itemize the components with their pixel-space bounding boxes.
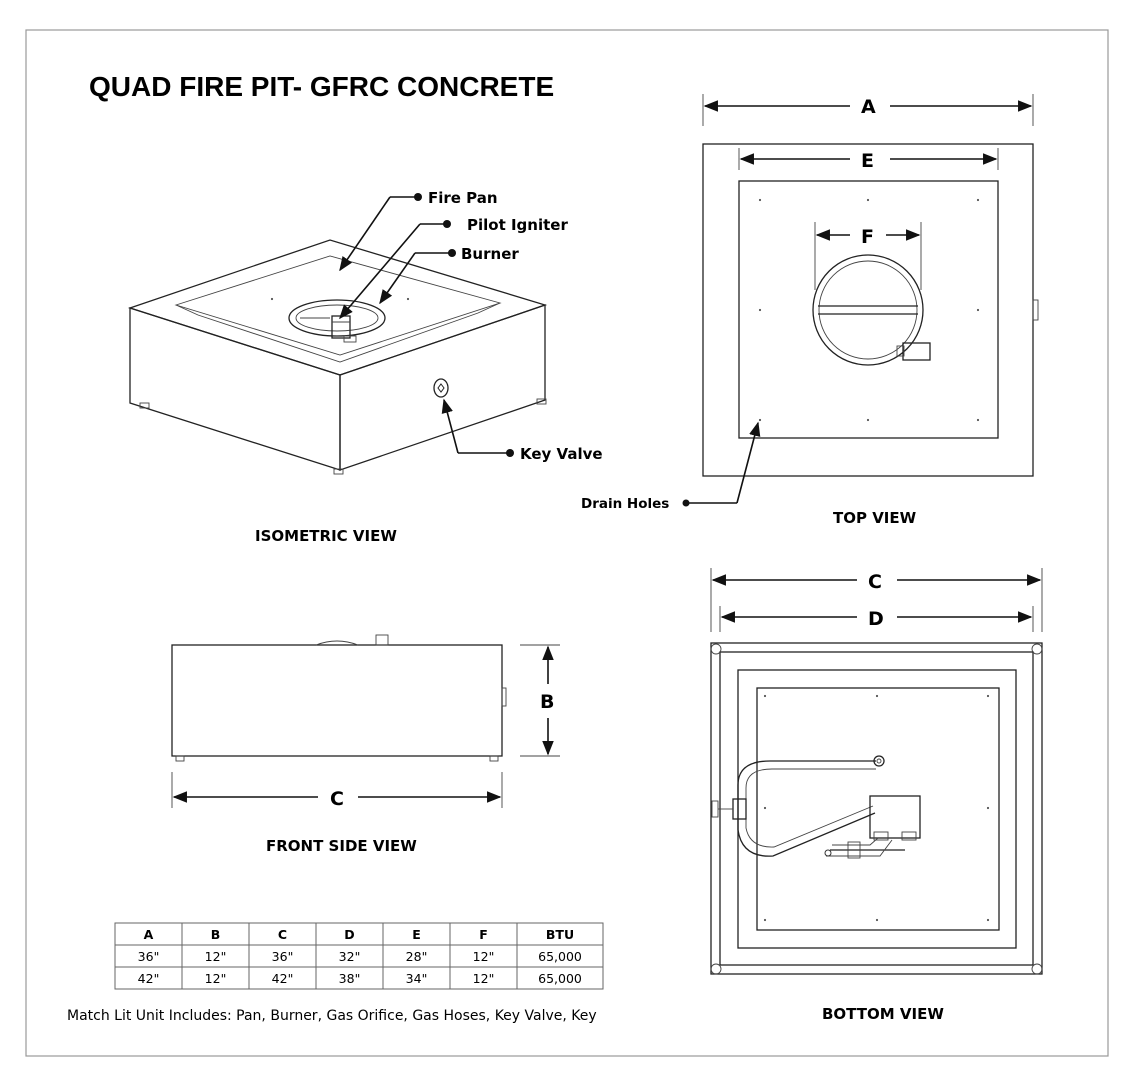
sheet-border xyxy=(25,29,1109,1057)
spec-table-header: A xyxy=(144,927,154,942)
dimension-e-label: E xyxy=(861,150,874,172)
bottom-view-dimensions xyxy=(710,568,1043,632)
dimension-f-label: F xyxy=(861,226,874,248)
top-view-dimensions xyxy=(702,94,1034,290)
top-view-caption: TOP VIEW xyxy=(833,509,917,527)
bottom-view-caption: BOTTOM VIEW xyxy=(822,1005,944,1023)
spec-table-cell: 38" xyxy=(339,971,361,986)
front-view-caption: FRONT SIDE VIEW xyxy=(266,837,417,855)
dimension-d-label: D xyxy=(868,608,884,630)
spec-table-header: B xyxy=(211,927,221,942)
burner-label: Burner xyxy=(461,245,519,263)
spec-table-cell: 65,000 xyxy=(538,971,582,986)
spec-table-cell: 65,000 xyxy=(538,949,582,964)
spec-table-cell: 34" xyxy=(406,971,428,986)
spec-table-cell: 36" xyxy=(272,949,294,964)
spec-table-cell: 42" xyxy=(138,971,160,986)
key-valve-label: Key Valve xyxy=(520,445,603,463)
spec-table-cell: 12" xyxy=(473,971,495,986)
spec-table-header: F xyxy=(479,927,488,942)
drain-holes-callout xyxy=(682,421,761,507)
drain-holes-label: Drain Holes xyxy=(581,496,669,512)
spec-table-cell: 12" xyxy=(473,949,495,964)
top-view-drawing xyxy=(702,143,1039,477)
isometric-callouts xyxy=(339,193,514,457)
spec-table-cell: 28" xyxy=(406,949,428,964)
spec-table-header: C xyxy=(278,927,287,942)
spec-table-cell: 32" xyxy=(339,949,361,964)
dimension-c-front-label: C xyxy=(330,788,344,810)
included-items-note: Match Lit Unit Includes: Pan, Burner, Ga… xyxy=(67,1008,597,1024)
fire-pan-label: Fire Pan xyxy=(428,189,498,207)
isometric-view-caption: ISOMETRIC VIEW xyxy=(255,527,397,545)
spec-table: A B C D E F BTU 36" 12" 36" 32" 28" 12" 65,000 42" 12" 4… xyxy=(114,922,604,990)
dimension-a-label: A xyxy=(861,96,876,118)
spec-table-cell: 36" xyxy=(138,949,160,964)
spec-table-header: D xyxy=(344,927,354,942)
dimension-b-label: B xyxy=(540,691,554,713)
spec-table-header: BTU xyxy=(546,927,574,942)
page-title: QUAD FIRE PIT- GFRC CONCRETE xyxy=(89,71,554,102)
pilot-igniter-label: Pilot Igniter xyxy=(467,216,568,234)
front-view-drawing xyxy=(171,634,507,762)
spec-table-cell: 12" xyxy=(205,971,227,986)
isometric-drawing xyxy=(127,239,548,475)
bottom-view-drawing xyxy=(710,642,1043,975)
spec-table-cell: 42" xyxy=(272,971,294,986)
front-view-dimensions xyxy=(171,644,560,808)
dimension-c-bottom-label: C xyxy=(868,571,882,593)
spec-table-cell: 12" xyxy=(205,949,227,964)
spec-table-header: E xyxy=(412,927,421,942)
spec-table-border xyxy=(114,922,604,990)
